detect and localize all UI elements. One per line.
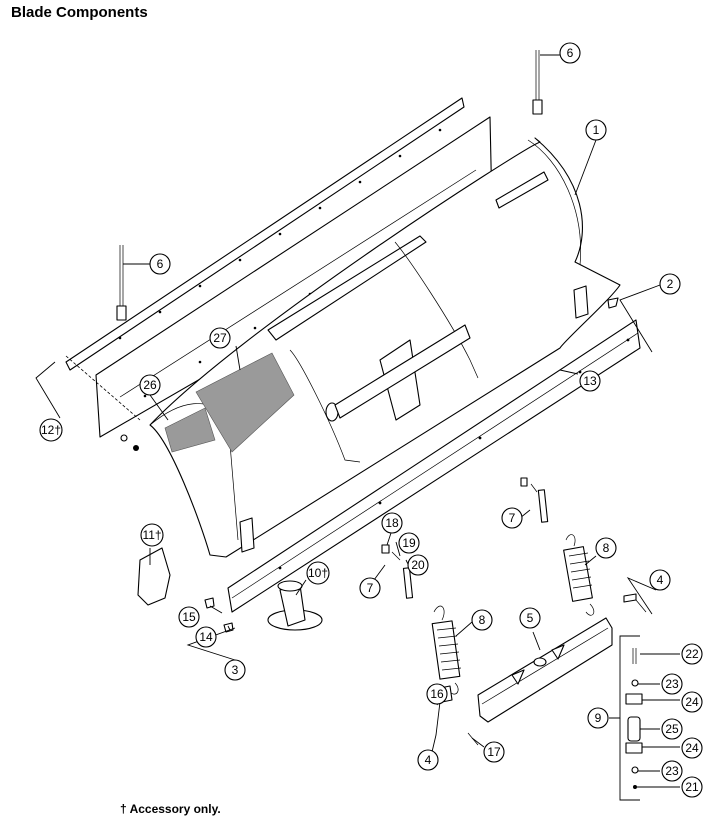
hardware-stack-9 [625,648,643,789]
callout-24a: 24 [681,691,703,713]
svg-text:19: 19 [402,536,416,550]
svg-text:3: 3 [232,663,239,677]
right-post [573,285,589,319]
callout-6a: 6 [559,42,581,64]
moldboard-label [495,171,549,209]
center-tube [267,235,427,341]
bolt-2 [607,297,619,309]
callout-7a: 7 [501,507,523,529]
svg-text:18: 18 [385,516,399,530]
callout-5: 5 [519,607,541,629]
callout-24b: 24 [681,737,703,759]
svg-text:1: 1 [593,123,600,137]
callout-26: 26 [139,374,161,396]
blade-assembly-drawing [65,50,647,789]
decal-26 [164,407,216,453]
svg-text:14: 14 [199,630,213,644]
eyebolt-7-right [520,477,549,523]
callout-3: 3 [224,659,246,681]
callout-22: 22 [681,643,703,665]
shoe-11 [137,547,171,606]
caster-10 [267,580,323,631]
callout-6b: 6 [149,253,171,275]
pin-6-left [116,245,127,321]
moldboard [149,137,621,558]
svg-text:8: 8 [479,613,486,627]
pin-6-top [532,50,543,115]
callout-13: 13 [579,370,601,392]
callout-15: 15 [178,606,200,628]
svg-text:7: 7 [509,511,516,525]
page-title: Blade Components [11,4,148,21]
svg-text:4: 4 [657,573,664,587]
svg-text:6: 6 [567,46,574,60]
svg-text:10†: 10† [308,566,328,580]
svg-text:9: 9 [595,711,602,725]
callout-23b: 23 [661,760,683,782]
svg-text:23: 23 [665,764,679,778]
callout-1: 1 [585,119,607,141]
bolt-15 [204,597,215,609]
spring-bracket-5 [477,617,613,723]
callout-27: 27 [209,327,231,349]
bolt-path-12 [65,355,141,421]
callout-21: 21 [681,776,703,798]
eyebolt-7-left [381,544,414,599]
spring-8-left [431,605,462,695]
svg-text:17: 17 [487,745,501,759]
callout-18: 18 [381,512,403,534]
callout-23a: 23 [661,673,683,695]
callout-12: 12† [39,418,63,442]
svg-text:24: 24 [685,695,699,709]
callout-4b: 4 [417,749,439,771]
svg-text:22: 22 [685,647,699,661]
callout-16: 16 [426,683,448,705]
callout-2: 2 [659,273,681,295]
center-cross-tube [334,324,471,419]
svg-text:13: 13 [583,374,597,388]
svg-text:20: 20 [411,558,425,572]
decal-27 [195,352,295,453]
svg-text:12†: 12† [41,423,61,437]
callout-20: 20 [407,554,429,576]
svg-text:15: 15 [182,610,196,624]
svg-text:4: 4 [425,753,432,767]
callout-8a: 8 [595,537,617,559]
svg-text:5: 5 [527,611,534,625]
callout-11: 11† [140,523,164,547]
callout-8b: 8 [471,609,493,631]
svg-text:23: 23 [665,677,679,691]
svg-text:6: 6 [157,257,164,271]
svg-text:26: 26 [143,378,157,392]
svg-text:8: 8 [603,541,610,555]
callout-19: 19 [398,532,420,554]
svg-text:27: 27 [213,331,227,345]
svg-text:2: 2 [667,277,674,291]
svg-text:21: 21 [685,780,699,794]
left-post [239,517,255,553]
callout-14: 14 [195,626,217,648]
svg-text:7: 7 [367,581,374,595]
cutting-edge-strip [65,97,465,371]
callout-7b: 7 [359,577,381,599]
footnote: † Accessory only. [120,802,221,816]
callout-9: 9 [587,707,609,729]
svg-text:16: 16 [430,687,444,701]
callout-25: 25 [661,718,683,740]
callout-4a: 4 [649,569,671,591]
callout-10: 10† [306,561,330,585]
callout-17: 17 [483,741,505,763]
bolt-4-right [623,593,637,603]
svg-text:25: 25 [665,722,679,736]
svg-text:24: 24 [685,741,699,755]
spring-8-right [563,534,595,616]
svg-text:11†: 11† [142,528,161,542]
